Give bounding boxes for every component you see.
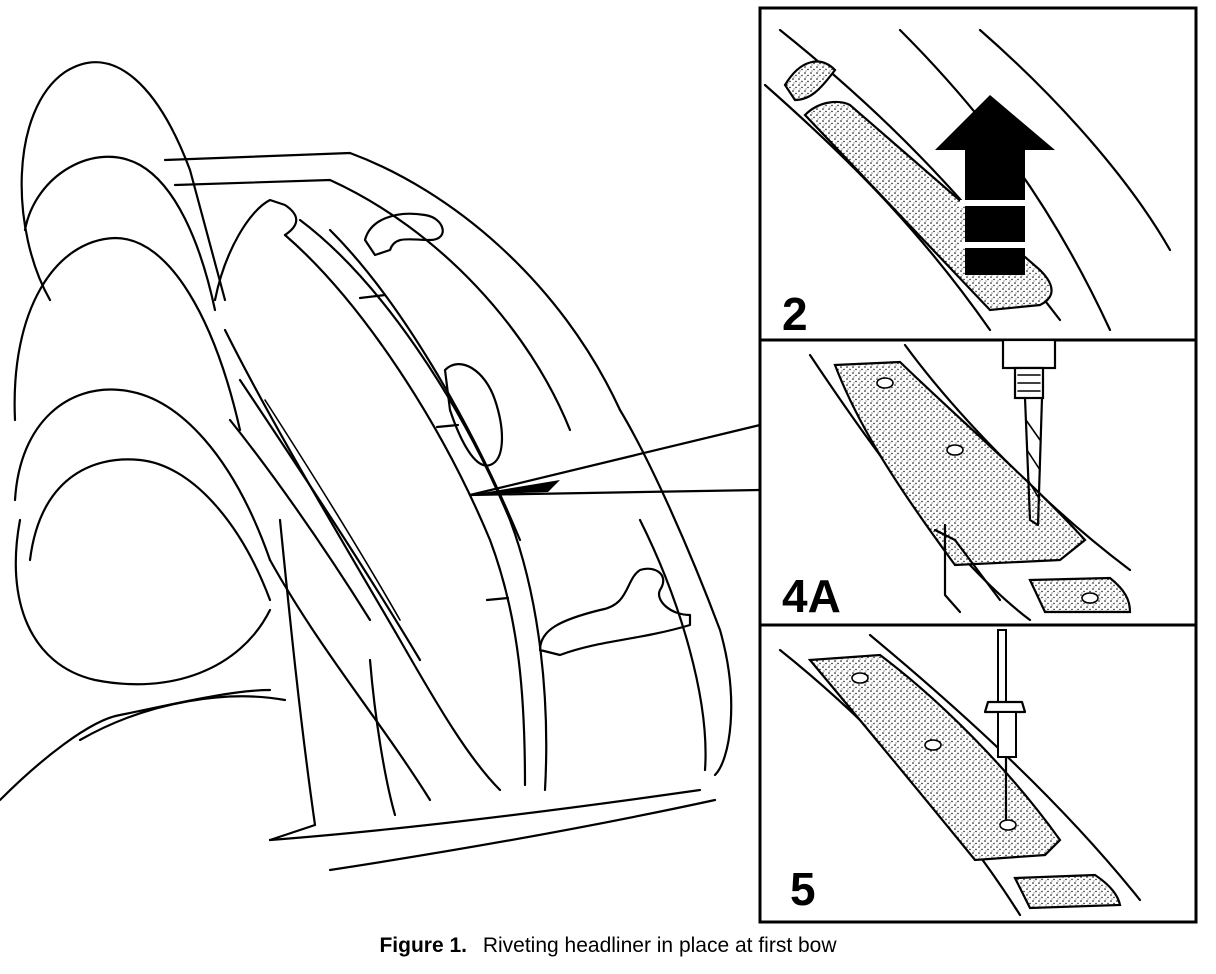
figure-number: Figure 1. [379, 934, 467, 957]
illustration: 2 4A [0, 6, 1198, 924]
up-arrow-icon [935, 95, 1055, 275]
figure-caption: Figure 1. Riveting headliner in place at… [0, 934, 1216, 958]
panel-5: 5 [778, 629, 1142, 917]
rivet-icon [983, 629, 1027, 822]
panel-label-2: 2 [782, 288, 808, 340]
panel-label-5: 5 [790, 863, 816, 915]
drill-icon [1001, 338, 1057, 527]
vehicle-illustration [0, 61, 762, 872]
panel-4a: 4A [782, 338, 1132, 622]
caption-text: Riveting headliner in place at first bow [482, 934, 837, 957]
panel-2: 2 [763, 28, 1172, 340]
panel-label-4a: 4A [782, 570, 841, 622]
